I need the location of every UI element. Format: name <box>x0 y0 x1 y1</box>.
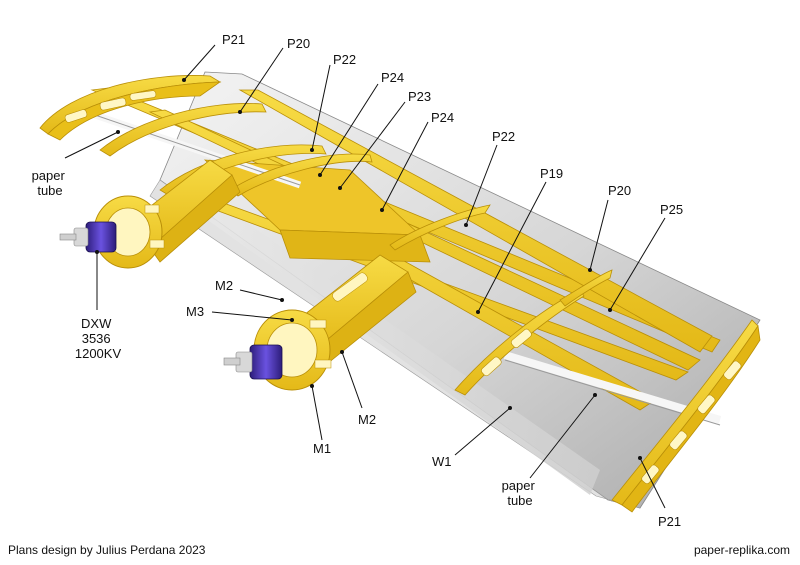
motor-lower <box>223 344 283 380</box>
label-p22-mid: P22 <box>492 129 515 144</box>
label-m1: M1 <box>313 441 331 456</box>
label-p20-mid: P20 <box>608 183 631 198</box>
label-motor-line2: 3536 <box>82 331 111 346</box>
part-labels: P21 P20 P22 P24 P23 P24 P22 P19 P20 P25 … <box>32 32 684 529</box>
label-paper-tube-bottom-line2: tube <box>507 493 532 508</box>
label-motor-line1: DXW <box>81 316 112 331</box>
design-credit: Plans design by Julius Perdana 2023 <box>8 543 206 557</box>
motor-upper <box>59 221 117 253</box>
label-p19: P19 <box>540 166 563 181</box>
nacelle-upper <box>93 159 241 269</box>
label-w1: W1 <box>432 454 452 469</box>
label-m3: M3 <box>186 304 204 319</box>
label-p21-bottom: P21 <box>658 514 681 529</box>
site-url: paper-replika.com <box>693 543 790 557</box>
label-p20-top: P20 <box>287 36 310 51</box>
label-paper-tube-left-line1: paper <box>32 168 66 183</box>
label-p21-top: P21 <box>222 32 245 47</box>
rib-cutouts <box>64 90 742 484</box>
label-m2-top: M2 <box>215 278 233 293</box>
label-motor: DXW 3536 1200KV <box>75 316 122 361</box>
leader-lines <box>64 44 666 509</box>
label-paper-tube-left: paper tube <box>32 168 69 198</box>
label-p23: P23 <box>408 89 431 104</box>
label-p22-top: P22 <box>333 52 356 67</box>
label-p24-a: P24 <box>381 70 404 85</box>
label-m2-bottom: M2 <box>358 412 376 427</box>
label-motor-line3: 1200KV <box>75 346 122 361</box>
label-p25: P25 <box>660 202 683 217</box>
label-paper-tube-left-line2: tube <box>37 183 62 198</box>
label-paper-tube-bottom: paper tube <box>502 478 539 508</box>
label-p24-b: P24 <box>431 110 454 125</box>
label-paper-tube-bottom-line1: paper <box>502 478 536 493</box>
